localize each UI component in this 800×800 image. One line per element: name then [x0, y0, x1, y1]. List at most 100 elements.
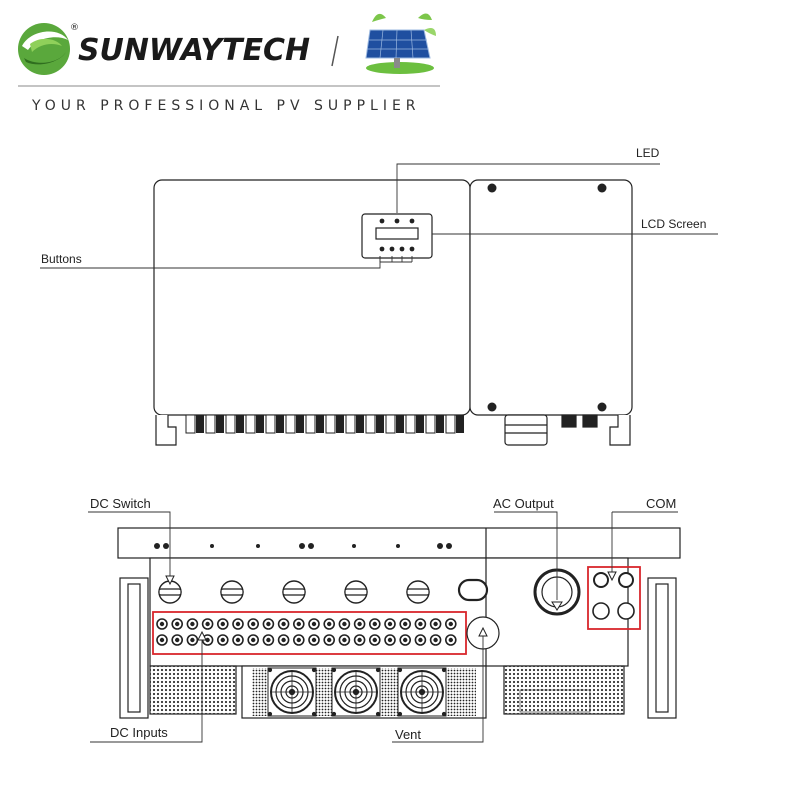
- dc-input-connector: [444, 634, 457, 646]
- com-highlight: [587, 566, 641, 630]
- dc-input-connector: [277, 634, 290, 646]
- dc-input-connector: [323, 634, 336, 646]
- dc-input-connector: [308, 634, 320, 646]
- strip-fasteners: [154, 543, 452, 549]
- cooling-fans: [267, 667, 447, 717]
- dc-input-connector: [353, 634, 366, 646]
- front-connector: [205, 414, 224, 434]
- dc-input-connector: [262, 634, 275, 646]
- fan-icon: [331, 667, 381, 717]
- label-dc-switch: DC Switch: [90, 496, 151, 511]
- front-connector: [345, 414, 364, 434]
- label-buttons: Buttons: [41, 252, 82, 266]
- label-led: LED: [636, 146, 660, 160]
- dc-switch-knob: [220, 580, 244, 604]
- label-dc-inputs: DC Inputs: [110, 725, 168, 740]
- display-panel: [361, 213, 433, 259]
- dc-input-connector: [292, 634, 305, 646]
- dc-input-connector: [217, 618, 229, 630]
- label-vent: Vent: [395, 727, 421, 742]
- label-ac-output: AC Output: [493, 496, 554, 511]
- fan-icon: [267, 667, 317, 717]
- left-foot: [155, 415, 177, 446]
- dc-switch-knob: [344, 580, 368, 604]
- front-view: [153, 179, 633, 446]
- dc-input-connector: [156, 618, 168, 630]
- dc-input-connector: [308, 618, 320, 630]
- dc-input-connector: [171, 634, 183, 646]
- dc-input-connector: [338, 634, 351, 646]
- dc-input-connector: [247, 634, 259, 646]
- dc-input-connector: [186, 634, 199, 646]
- dc-inputs-highlight: [152, 611, 467, 655]
- front-connector: [185, 414, 204, 434]
- dc-switch-knob: [282, 580, 306, 604]
- dc-input-connector: [323, 618, 336, 630]
- front-connector: [405, 414, 424, 434]
- oval-plug: [457, 578, 489, 602]
- front-connector: [385, 414, 404, 434]
- dc-input-connector: [399, 634, 412, 646]
- front-connector: [265, 414, 284, 434]
- box-screws: [487, 183, 607, 412]
- callout-arrows: [165, 571, 617, 641]
- dc-input-connector: [399, 618, 412, 630]
- dc-input-connector: [186, 618, 199, 630]
- front-connector: [305, 414, 324, 434]
- dc-input-connector: [171, 618, 183, 630]
- led-indicators: [379, 218, 415, 224]
- front-connector: [445, 414, 464, 434]
- dc-input-connector: [232, 618, 244, 630]
- dc-input-connector: [217, 634, 229, 646]
- front-connector: [325, 414, 344, 434]
- left-mesh-grille: [149, 665, 237, 715]
- front-connector: [225, 414, 244, 434]
- bottom-top-strip: [117, 527, 681, 559]
- label-lcd-screen: LCD Screen: [641, 217, 706, 231]
- dc-input-connector: [262, 618, 275, 630]
- bottom-view: [117, 527, 681, 719]
- front-callouts: [40, 163, 718, 269]
- solar-panel-icon: [365, 13, 436, 74]
- dc-input-connector: [384, 634, 396, 646]
- front-ac-glands: [504, 414, 598, 446]
- dc-input-connector: [429, 634, 442, 646]
- front-connector: [365, 414, 384, 434]
- front-connector: [285, 414, 304, 434]
- dc-input-connector: [156, 634, 168, 646]
- header: ® SUNWAYTECH YOUR PROFESSIONAL PV SUPPLI…: [18, 13, 440, 114]
- dc-input-connector: [414, 618, 427, 630]
- front-connector: [425, 414, 444, 434]
- header-separator: [331, 35, 339, 67]
- dc-switches: [158, 580, 430, 604]
- dc-input-connector: [444, 618, 457, 630]
- fan-icon: [397, 667, 447, 717]
- front-dc-connectors: [185, 414, 464, 434]
- dc-input-connector: [368, 618, 381, 630]
- tagline: YOUR PROFESSIONAL PV SUPPLIER: [31, 98, 421, 114]
- dc-input-connector: [277, 618, 290, 630]
- control-buttons: [379, 246, 415, 252]
- dc-input-connector: [201, 618, 214, 630]
- dc-input-connector: [429, 618, 442, 630]
- dc-input-connector: [368, 634, 381, 646]
- dc-input-connector: [232, 634, 244, 646]
- dc-input-connector: [247, 618, 259, 630]
- registered-mark: ®: [70, 23, 79, 33]
- com-ports: [587, 566, 641, 630]
- inverter-wiring-box: [469, 179, 633, 416]
- dc-input-connector: [384, 618, 396, 630]
- dc-input-connectors: [156, 618, 457, 646]
- swoosh-logo-icon: [18, 23, 70, 75]
- lcd-screen: [375, 227, 419, 240]
- bottom-callouts: [88, 511, 678, 743]
- dc-input-connector: [414, 634, 427, 646]
- dc-input-connector: [353, 618, 366, 630]
- brand-name: SUNWAYTECH: [78, 33, 310, 68]
- dc-switch-knob: [406, 580, 430, 604]
- right-foot: [609, 415, 631, 446]
- front-connector: [245, 414, 264, 434]
- label-com: COM: [646, 496, 676, 511]
- dc-input-connector: [292, 618, 305, 630]
